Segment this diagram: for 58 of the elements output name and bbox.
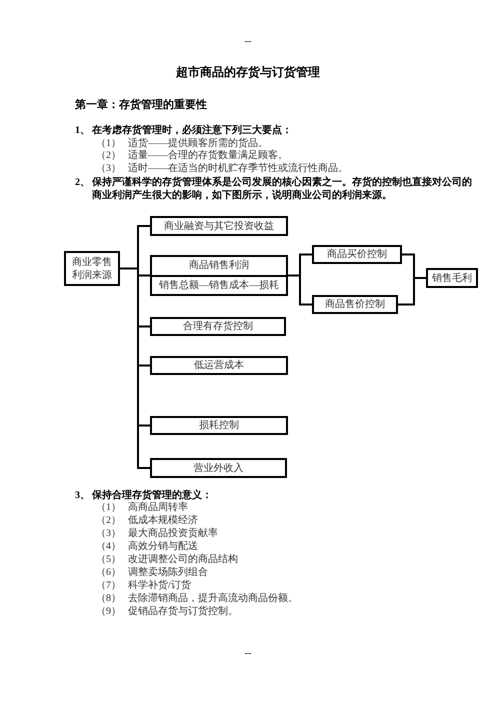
list-number: （6） xyxy=(96,567,121,579)
box-label: 商品买价控制 xyxy=(327,248,387,261)
box-label: 低运营成本 xyxy=(194,359,244,372)
list-item: 改进调整公司的商品结构 xyxy=(128,554,238,566)
connector-line xyxy=(398,277,426,306)
list-number: （8） xyxy=(96,593,121,605)
list-item: 适量——合理的存货数量满足顾客。 xyxy=(128,150,288,162)
list-item: 高效分销与配送 xyxy=(128,541,198,553)
list-number: 1、 xyxy=(75,125,90,137)
list-item: 去除滞销商品，提升高流动商品份额。 xyxy=(128,593,298,605)
page-marker: -- xyxy=(244,36,252,48)
list-number: （2） xyxy=(96,515,121,527)
list-number: （2） xyxy=(96,150,121,162)
section-lead: 在考虑存货管理时，必须注意下列三大要点： xyxy=(92,125,292,137)
document-title: 超市商品的存货与订货管理 xyxy=(176,65,320,80)
process-box xyxy=(64,251,120,286)
process-box xyxy=(312,245,402,264)
box-label: 营业外收入 xyxy=(194,462,244,474)
page-marker: -- xyxy=(244,648,252,660)
box-label: 商品销售利润 xyxy=(189,259,249,272)
list-item: 适时——在适当的时机贮存季节性或流行性商品。 xyxy=(128,163,348,175)
list-item: 调整卖场陈列组合 xyxy=(128,567,208,579)
box-label: 商品售价控制 xyxy=(325,298,385,311)
list-number: （3） xyxy=(96,528,121,540)
process-box xyxy=(312,295,398,314)
list-number: （1） xyxy=(96,138,121,150)
connector-line xyxy=(288,274,312,306)
box-label: 损耗控制 xyxy=(199,419,239,432)
list-item: 最大商品投资贡献率 xyxy=(128,528,218,540)
list-number: 3、 xyxy=(75,490,90,502)
box-label: 合理有存货控制 xyxy=(183,320,253,333)
paragraph: 保持严谨科学的存货管理体系是公司发展的核心因素之一。存货的控制也直接对公司的商业利润产生很大的影响，如下图所示，说明商业公司的利润来源。 xyxy=(92,176,473,202)
list-number: （9） xyxy=(96,606,121,618)
process-box xyxy=(150,416,288,435)
process-box xyxy=(150,458,287,478)
connector-line xyxy=(120,268,150,469)
process-box xyxy=(150,255,288,296)
list-item: 科学补货/订货 xyxy=(128,580,191,592)
process-box xyxy=(426,268,478,288)
list-item: 低成本规模经济 xyxy=(128,515,198,527)
list-item: 适货——提供顾客所需的货品。 xyxy=(128,138,268,150)
list-number: 2、 xyxy=(75,177,90,189)
process-box xyxy=(150,356,288,375)
box-label: 销售毛利 xyxy=(432,272,472,284)
list-number: （4） xyxy=(96,541,121,553)
chapter-heading: 第一章：存货管理的重要性 xyxy=(75,99,207,111)
list-number: （5） xyxy=(96,554,121,566)
process-box xyxy=(150,317,286,336)
box-label: 商业零售利润来源 xyxy=(71,256,113,282)
process-box xyxy=(150,216,288,236)
box-label: 商业融资与其它投资收益 xyxy=(164,220,274,232)
list-item: 促销品存货与订货控制。 xyxy=(128,606,238,618)
box-label: 销售总额—销售成本—损耗 xyxy=(159,278,279,292)
list-number: （1） xyxy=(96,502,121,514)
section-lead: 保持合理存货管理的意义： xyxy=(92,490,212,502)
list-item: 高商品周转率 xyxy=(128,502,188,514)
list-number: （7） xyxy=(96,580,121,592)
list-number: （3） xyxy=(96,163,121,175)
